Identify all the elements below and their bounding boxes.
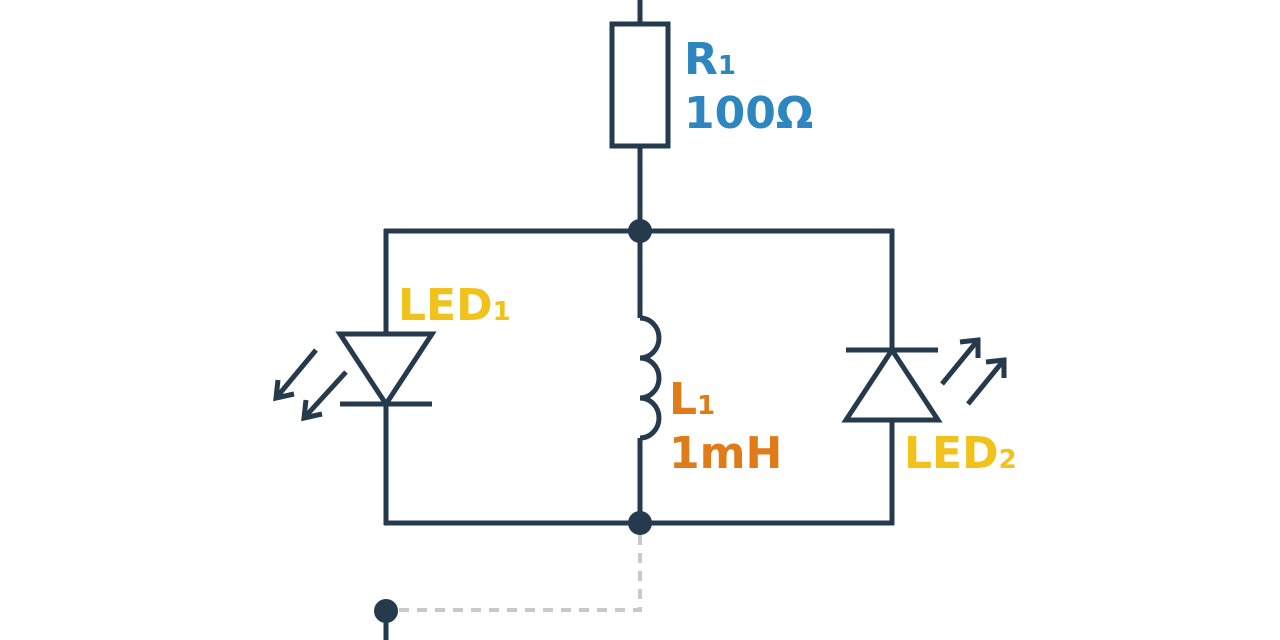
led1-light-arrows-icon <box>273 348 348 422</box>
resistor-r1 <box>609 21 671 149</box>
inductor-l1 <box>639 315 662 441</box>
l1-value-label: 1mH <box>669 428 782 479</box>
r1-value-label: 100Ω <box>684 88 813 139</box>
l1-name-label: L1 <box>669 374 715 425</box>
led2-light-arrows-icon <box>940 337 1007 406</box>
led2-label: LED2 <box>904 428 1017 479</box>
dashed-connection-wire <box>386 535 642 612</box>
led1-triangle <box>335 331 437 409</box>
top-junction-dot <box>628 219 652 243</box>
r1-name-label: R1 <box>684 34 736 85</box>
led2-triangle <box>841 345 943 423</box>
bottom-junction-dot <box>628 511 652 535</box>
led1-label: LED1 <box>398 280 511 331</box>
